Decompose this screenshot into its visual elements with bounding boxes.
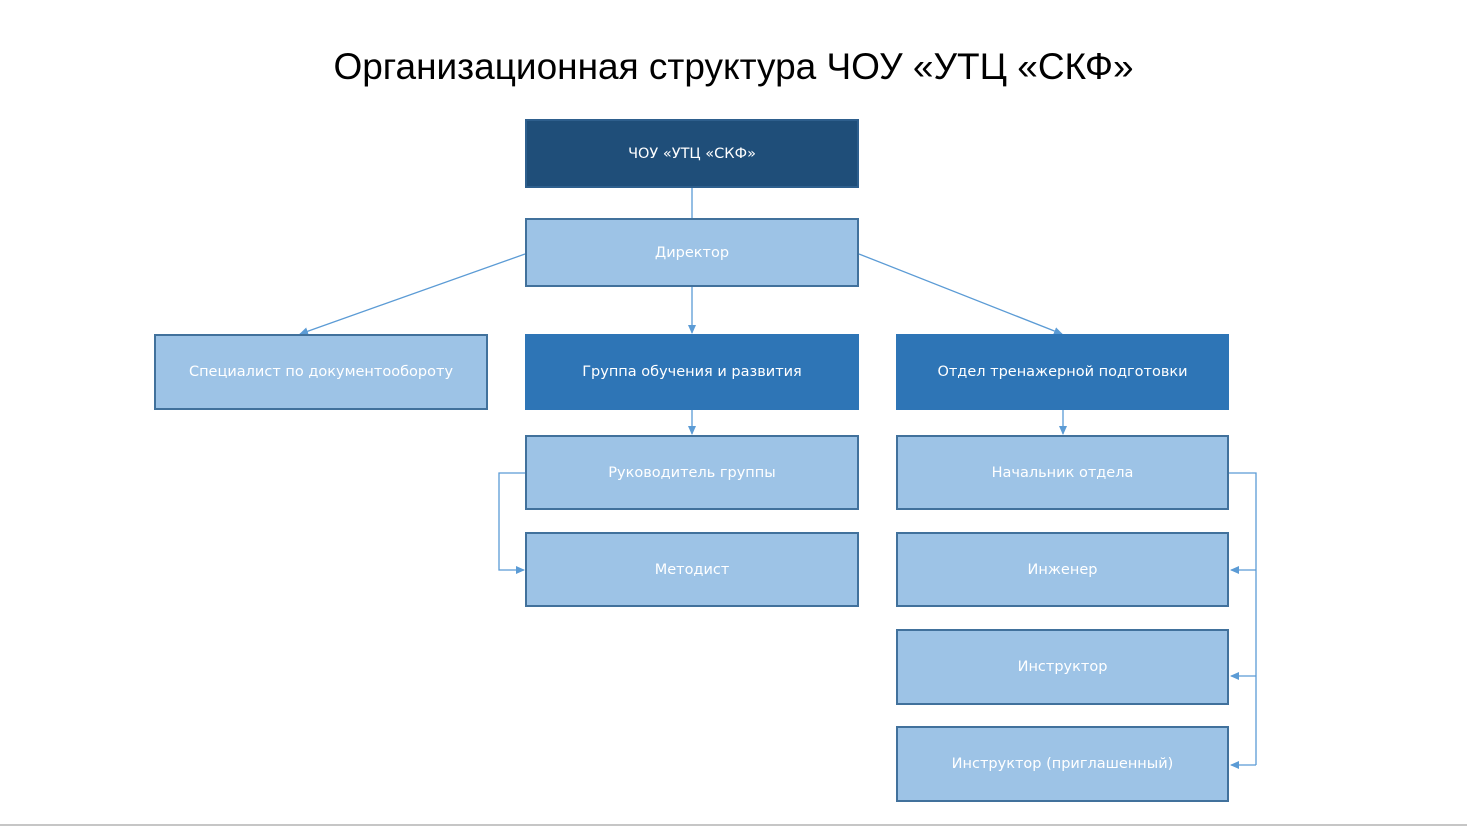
- bracket-dept-head-staff: [1229, 472, 1257, 765]
- slide-bottom-divider: [0, 824, 1467, 826]
- node-instructor: Инструктор: [896, 629, 1229, 705]
- node-engineer: Инженер: [896, 532, 1229, 607]
- node-training-group: Группа обучения и развития: [525, 334, 859, 410]
- page-title: Организационная структура ЧОУ «УТЦ «СКФ»: [333, 46, 1134, 87]
- node-methodist: Методист: [525, 532, 859, 607]
- arrow-director-doc-specialist: [299, 253, 526, 336]
- node-simulator-dept: Отдел тренажерной подготовки: [896, 334, 1229, 410]
- node-director: Директор: [525, 218, 859, 287]
- node-guest-instructor: Инструктор (приглашенный): [896, 726, 1229, 802]
- node-doc-specialist: Специалист по документообороту: [154, 334, 488, 410]
- arrow-director-simulator-dept: [858, 253, 1063, 335]
- arrow-group-head-methodist: [498, 472, 525, 574]
- node-dept-head: Начальник отдела: [896, 435, 1229, 510]
- node-root-organization: ЧОУ «УТЦ «СКФ»: [525, 119, 859, 188]
- node-group-head: Руководитель группы: [525, 435, 859, 510]
